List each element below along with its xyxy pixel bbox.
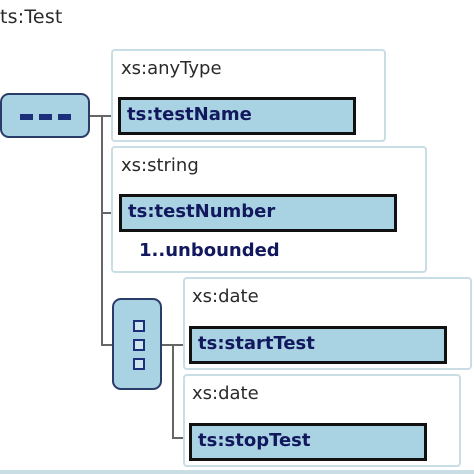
type-label: xs:date [192, 383, 259, 404]
element-test-name[interactable]: ts:testName [118, 97, 356, 135]
cardinality-label: 1..unbounded [139, 240, 280, 261]
connector-stop-test [172, 437, 190, 439]
connector-choice-trunk [172, 344, 174, 439]
bottom-border [0, 470, 474, 474]
connector-seq-out [90, 115, 102, 117]
type-label: xs:date [192, 286, 259, 307]
connector-start-test [172, 344, 190, 346]
diagram-title: ts:Test [0, 6, 63, 28]
choice-dot [133, 320, 145, 332]
sequence-dash [20, 114, 33, 120]
connector-test-number [101, 212, 120, 214]
element-stop-test[interactable]: ts:stopTest [189, 423, 427, 461]
element-start-test[interactable]: ts:startTest [189, 326, 447, 364]
connector-test-name [101, 115, 119, 117]
sequence-compositor-icon[interactable] [0, 93, 90, 138]
connector-choice-out [162, 344, 174, 346]
type-label: xs:anyType [121, 58, 222, 79]
choice-dot [133, 358, 145, 370]
type-label: xs:string [121, 155, 199, 176]
choice-compositor-icon[interactable] [112, 298, 162, 390]
element-test-number[interactable]: ts:testNumber [119, 194, 397, 232]
sequence-dash [39, 114, 52, 120]
connector-trunk [101, 115, 103, 345]
sequence-dash [58, 114, 71, 120]
choice-dot [133, 339, 145, 351]
connector-choice-in [101, 344, 113, 346]
